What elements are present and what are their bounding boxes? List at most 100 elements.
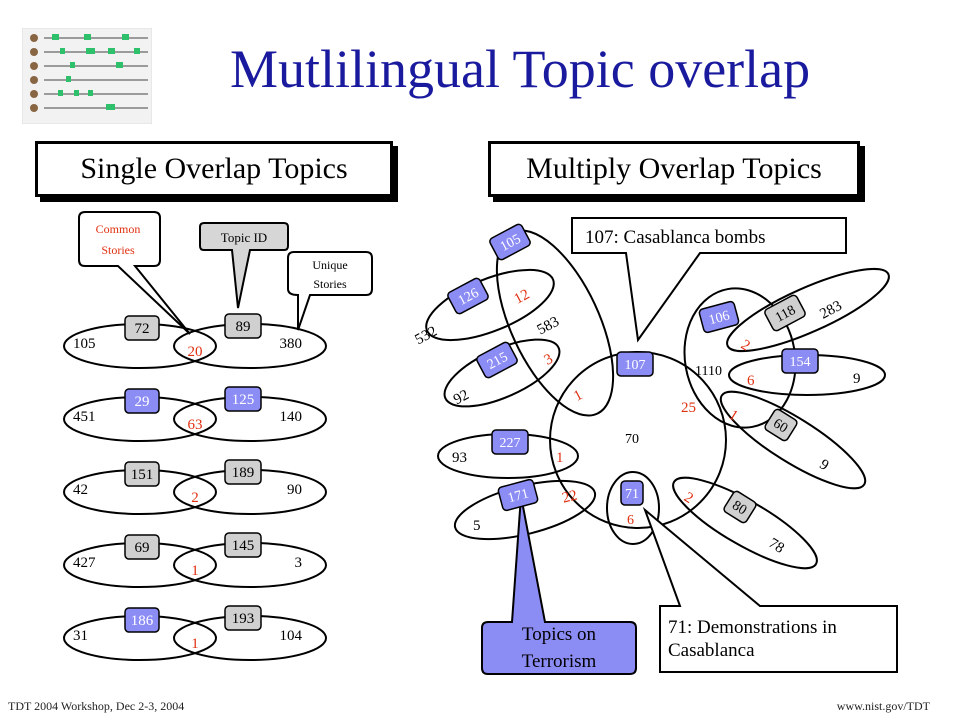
right-topic-id: 89: [236, 319, 251, 335]
topic-171-box: 171: [497, 478, 539, 512]
topic-71-box: 71: [620, 480, 644, 506]
topic-106-common: 25: [681, 400, 696, 416]
topic-171-unique: 5: [473, 518, 481, 534]
common-stories-label-2: Stories: [101, 243, 135, 257]
topic-126-common: 12: [512, 287, 533, 308]
left-topic-id: 151: [131, 467, 154, 483]
left-topic-id: 186: [131, 613, 154, 629]
topic-105-common: 1: [571, 387, 585, 405]
topic-215-unique: 92: [451, 387, 472, 408]
topic-106-id: 106: [707, 308, 731, 328]
right-topic-box: [224, 605, 262, 631]
topic-118-ellipse: [726, 267, 890, 353]
footer-right: www.nist.gov/TDT: [836, 699, 930, 713]
casablanca-bombs-callout: 107: Casablanca bombs: [571, 217, 847, 343]
common-count: 1: [191, 563, 199, 579]
casablanca-bombs-label: 107: Casablanca bombs: [585, 227, 765, 248]
topic-80-box: 80: [723, 490, 757, 524]
topic-215-box: 215: [476, 341, 518, 379]
common-count: 1: [191, 636, 199, 652]
left-unique-count: 31: [73, 628, 88, 644]
multiple-overlap-heading: Multiply Overlap Topics: [488, 141, 860, 197]
topic-id-label: Topic ID: [221, 230, 267, 245]
right-topic-box: [224, 532, 262, 558]
topic-118-common: 2: [738, 337, 753, 355]
left-topic-box: [124, 388, 160, 414]
right-topic-id: 193: [232, 611, 255, 627]
terrorism-label-2: Terrorism: [522, 651, 597, 672]
unique-stories-label-2: Stories: [313, 277, 347, 291]
left-unique-count: 451: [73, 409, 96, 425]
topic-71-id: 71: [625, 487, 639, 502]
topic-154-common: 6: [747, 373, 755, 389]
left-topic-box: [124, 534, 160, 560]
right-topic-box: [224, 459, 262, 485]
topic-71-circle: [606, 471, 660, 545]
topic-227-unique: 93: [452, 450, 467, 466]
right-unique-count: 90: [287, 482, 302, 498]
topic-105-box: 105: [489, 223, 531, 261]
common-stories-label-1: Common: [96, 222, 141, 236]
left-topic-id: 29: [135, 394, 150, 410]
right-unique-count: 380: [280, 336, 303, 352]
left-unique-count: 105: [73, 336, 96, 352]
left-topic-box: [124, 461, 160, 487]
topic-71-common: 6: [627, 513, 634, 528]
topic-107-unique: 70: [625, 432, 639, 447]
unique-stories-label-1: Unique: [312, 258, 347, 272]
terrorism-label-1: Topics on: [522, 624, 597, 645]
left-unique-count: 427: [73, 555, 96, 571]
right-topic-box: [224, 313, 262, 339]
topic-60-id: 60: [770, 416, 790, 436]
topic-126-box: 126: [447, 277, 489, 315]
topic-80-common: 2: [681, 489, 696, 507]
topic-126-unique: 532: [413, 324, 440, 349]
common-count: 63: [188, 417, 203, 433]
right-topic-id: 145: [232, 538, 255, 554]
topic-227-box: 227: [491, 429, 529, 455]
overlap-pair: 151 189 42 90 2: [63, 459, 327, 515]
topic-227-common: 1: [556, 450, 564, 466]
common-count: 20: [188, 344, 203, 360]
topic-118-box: 118: [764, 294, 806, 332]
topic-60-ellipse: [719, 390, 867, 490]
overlap-pair: 186 193 31 104 1: [63, 605, 327, 661]
topic-60-box: 60: [764, 408, 798, 442]
common-count: 2: [191, 490, 199, 506]
topic-id-callout: Topic ID: [199, 222, 289, 309]
topic-106-box: 106: [698, 300, 740, 334]
topic-107-box: 107: [616, 351, 654, 377]
tdt-logo: [22, 28, 152, 124]
topic-80-unique: 78: [766, 535, 787, 557]
right-unique-count: 104: [280, 628, 303, 644]
single-overlap-diagram: Common Stories Topic ID Unique Stories 7…: [63, 211, 373, 661]
left-unique-count: 42: [73, 482, 88, 498]
topic-215-common: 3: [542, 351, 556, 369]
right-topic-box: [224, 386, 262, 412]
page-title: Mutlilingual Topic overlap: [230, 39, 811, 99]
single-overlap-heading: Single Overlap Topics: [35, 141, 393, 197]
demonstrations-callout: 71: Demonstrations in Casablanca: [642, 506, 898, 673]
topic-80-id: 80: [729, 498, 749, 518]
topic-60-unique: 9: [817, 457, 832, 475]
right-topic-id: 125: [232, 392, 255, 408]
topic-171-common: 22: [561, 488, 579, 507]
demonstrations-label-2: Casablanca: [668, 640, 755, 661]
left-topic-box: [124, 315, 160, 341]
topic-106-unique: 1110: [695, 364, 722, 379]
left-topic-box: [124, 607, 160, 633]
topic-154-box: 154: [781, 348, 819, 374]
topic-171-id: 171: [506, 486, 530, 506]
common-stories-callout: Common Stories: [78, 211, 191, 335]
terrorism-callout: Topics on Terrorism: [481, 495, 637, 675]
demonstrations-label-1: 71: Demonstrations in: [668, 617, 837, 638]
footer-left: TDT 2004 Workshop, Dec 2-3, 2004: [8, 699, 185, 713]
right-unique-count: 3: [295, 555, 303, 571]
topic-105-unique: 583: [535, 314, 562, 339]
right-topic-id: 189: [232, 465, 255, 481]
topic-107-id: 107: [625, 358, 646, 373]
